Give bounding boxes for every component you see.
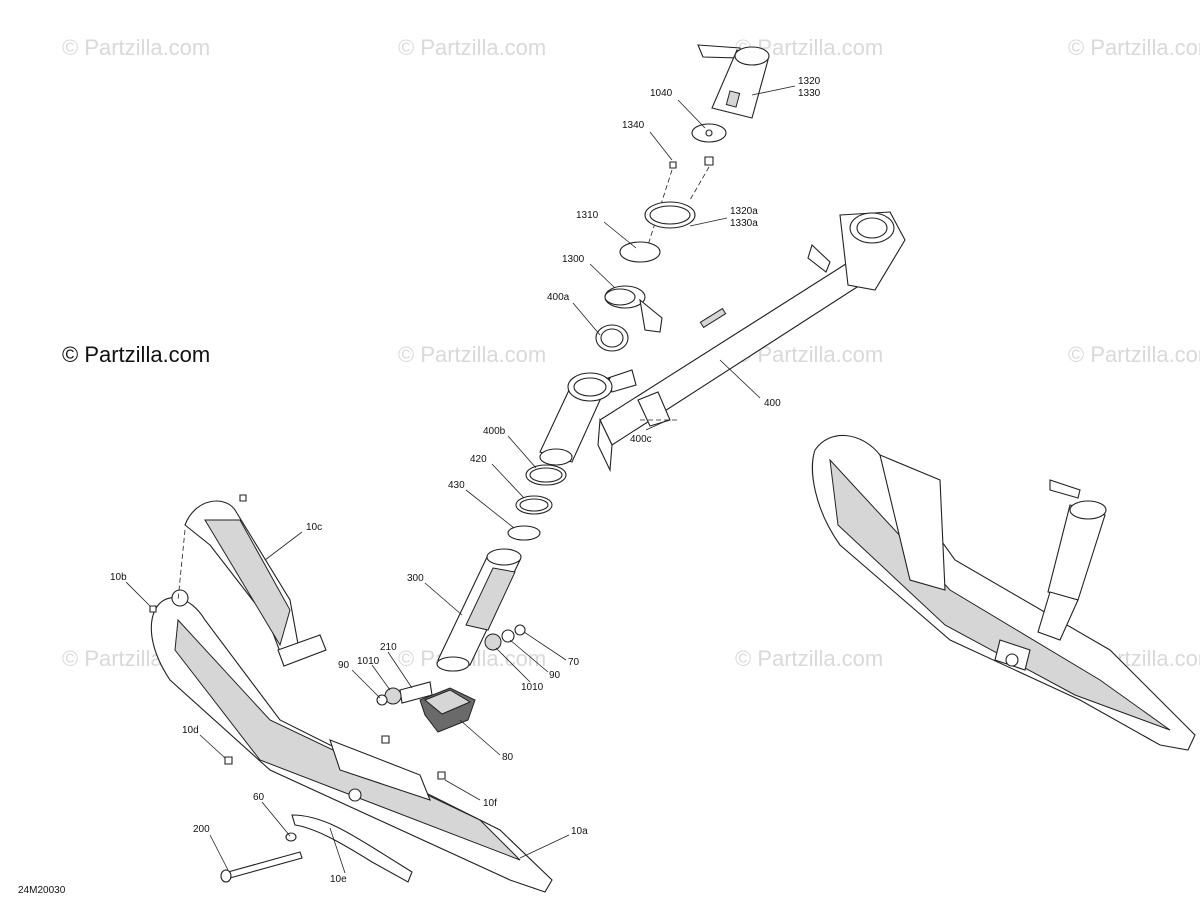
callout-1330: 1330 [798, 88, 821, 99]
callout-10d: 10d [182, 725, 199, 736]
spindle-300 [436, 548, 522, 672]
callout-1320: 1320 [798, 76, 821, 87]
watermark: © Partzilla.com [735, 646, 883, 671]
callout-10c: 10c [306, 522, 322, 533]
diagram-code: 24M20030 [18, 885, 66, 896]
callout-80: 80 [502, 752, 514, 763]
callout-10f: 10f [483, 798, 497, 809]
callout-90: 90 [549, 670, 561, 681]
callout-10e: 10e [330, 874, 347, 885]
callout-400: 400 [764, 398, 781, 409]
watermark: © Partzilla.com [1068, 35, 1200, 60]
callout-1330a: 1330a [730, 218, 758, 229]
leader-lines [125, 85, 796, 874]
callout-300: 300 [407, 573, 424, 584]
watermark-layer: © Partzilla.com © Partzilla.com © Partzi… [62, 35, 1200, 671]
callout-10a: 10a [571, 826, 588, 837]
callout-400c: 400c [630, 434, 652, 445]
callout-430: 430 [448, 480, 465, 491]
watermark: © Partzilla.com [62, 35, 210, 60]
callout-400b: 400b [483, 426, 506, 437]
right-ski-assembled-view [811, 435, 1196, 751]
callout-1310: 1310 [576, 210, 599, 221]
watermark: © Partzilla.com [398, 342, 546, 367]
callout-1340: 1340 [622, 120, 645, 131]
callout-420: 420 [470, 454, 487, 465]
callout-60: 60 [253, 792, 265, 803]
callout-10b: 10b [110, 572, 127, 583]
callout-70: 70 [568, 657, 580, 668]
watermark: © Partzilla.com [1068, 342, 1200, 367]
callout-210: 210 [380, 642, 397, 653]
callout-1320a: 1320a [730, 206, 758, 217]
callout-1010: 1010 [357, 656, 380, 667]
callout-1040: 1040 [650, 88, 673, 99]
spindle-cap-assembly [595, 44, 770, 352]
partzilla-logo-text: © Partzilla.com [62, 342, 210, 367]
frame-tube-400 [539, 211, 906, 473]
bushing-rings [507, 464, 567, 541]
watermark: © Partzilla.com [398, 35, 546, 60]
callout-400a: 400a [547, 292, 570, 303]
left-ski-assembly [149, 494, 553, 893]
callout-1300: 1300 [562, 254, 585, 265]
callout-200: 200 [193, 824, 210, 835]
callout-labels: 1320 1330 1040 1340 1320a 1330a 1310 130… [110, 76, 821, 885]
callout-1010: 1010 [521, 682, 544, 693]
callout-90: 90 [338, 660, 350, 671]
